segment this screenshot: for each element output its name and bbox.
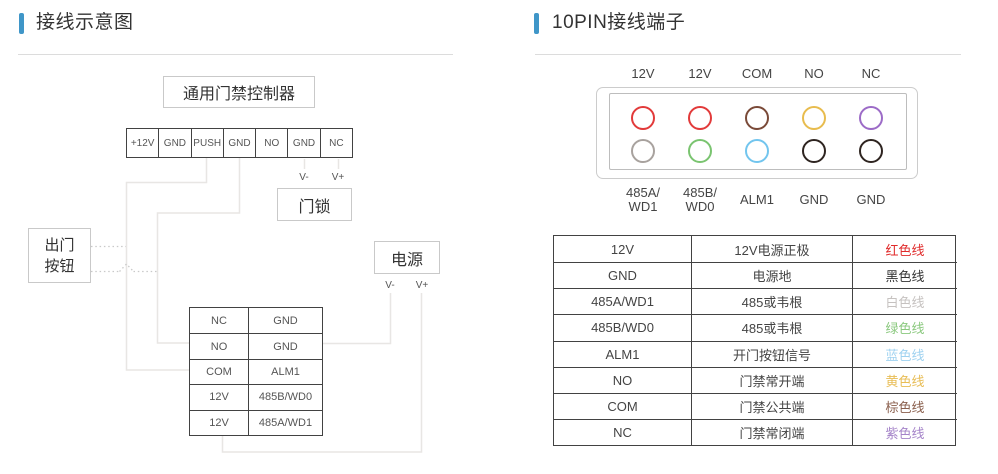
terminal-nc: NC — [319, 129, 352, 157]
connector-top-label-no: NO — [804, 66, 824, 81]
power-vminus-label: V- — [385, 280, 395, 291]
reader-cell: COM — [190, 358, 248, 384]
lock-vminus-label: V- — [299, 172, 309, 183]
right-section-divider — [535, 54, 961, 55]
pin-bottom-2-green — [688, 139, 712, 163]
reader-cell: ALM1 — [248, 358, 322, 385]
controller-box: 通用门禁控制器 — [163, 76, 315, 108]
terminal-gnd-2: GND — [222, 129, 255, 157]
pin-table-cell: 白色线 — [852, 288, 957, 315]
wire-power-vplus-to-12v — [221, 293, 423, 453]
reader-cell: NC — [211, 314, 227, 327]
power-vplus-label: V+ — [415, 280, 429, 291]
terminal-push: PUSH — [190, 129, 223, 157]
connector-inner-shell — [609, 93, 907, 170]
pin-table-cell: 12V — [610, 241, 635, 257]
reader-cell: NO — [190, 333, 248, 358]
right-section-accent-bar — [534, 13, 539, 34]
exit-button-box: 出门 按钮 — [28, 228, 91, 283]
lock-vplus-label: V+ — [331, 172, 345, 183]
pin-description-table: 12V 12V电源正极 红色线 GND 电源地 黑色线 485A/WD1 485… — [553, 235, 957, 446]
left-section-accent-bar — [19, 13, 24, 34]
left-section-divider — [18, 54, 453, 55]
door-lock-box: 门锁 — [277, 188, 352, 221]
pin-table-cell: GND — [554, 262, 691, 288]
wire-power-vminus-to-gnd — [323, 293, 392, 345]
terminal-12v: +12V — [130, 137, 155, 149]
pin-top-4-yellow — [802, 106, 826, 130]
right-section-title: 10PIN接线端子 — [552, 12, 686, 33]
reader-cell: 12V — [190, 409, 248, 435]
reader-terminal-table: NC GND NO GND COM ALM1 12V 485B/WD0 12V … — [189, 307, 323, 436]
pin-table-cell: 开门按钮信号 — [691, 340, 852, 367]
reader-cell: 12V — [190, 384, 248, 409]
pin-top-3-brown — [745, 106, 769, 130]
pin-table-cell: 电源地 — [691, 262, 852, 289]
pin-table-cell: 485或韦根 — [691, 288, 852, 315]
pin-bottom-3-blue — [745, 139, 769, 163]
terminal-gnd-3: GND — [287, 129, 319, 157]
pin-table-cell: 门禁常闭端 — [691, 418, 852, 445]
wire-push-to-com — [125, 158, 208, 371]
pin-table-cell: 红色线 — [852, 236, 957, 263]
controller-terminal-strip: +12V GND PUSH GND NO GND NC — [126, 128, 353, 158]
pin-table-cell: 12V电源正极 — [691, 236, 852, 263]
power-box: 电源 — [374, 241, 440, 274]
connector-top-label-nc: NC — [861, 66, 881, 81]
pin-table-cell: 黄色线 — [852, 366, 957, 393]
reader-cell: GND — [248, 333, 322, 359]
pin-top-2-red — [688, 106, 712, 130]
pin-top-1-red — [631, 106, 655, 130]
pin-table-cell: 门禁公共端 — [691, 392, 852, 419]
pin-bottom-5-black — [859, 139, 883, 163]
connector-bottom-label-485a: 485A/ WD1 — [626, 184, 660, 214]
left-section-title: 接线示意图 — [36, 12, 134, 33]
connector-bottom-label-gnd-2: GND — [856, 191, 886, 207]
pin-table-cell: 485B/WD0 — [554, 314, 691, 340]
pin-table-cell: 黑色线 — [852, 262, 957, 289]
connector-top-label-12v-2: 12V — [688, 66, 712, 81]
pin-top-5-purple — [859, 106, 883, 130]
reader-cell: 485A/WD1 — [248, 409, 322, 435]
pin-table-cell: 门禁常开端 — [691, 366, 852, 393]
terminal-no: NO — [255, 129, 287, 157]
pin-table-cell: 绿色线 — [852, 314, 957, 341]
pin-table-cell: 485或韦根 — [691, 314, 852, 341]
connector-outer-shell — [596, 87, 918, 179]
pin-table-cell: ALM1 — [554, 340, 691, 367]
pin-table-cell: 棕色线 — [852, 392, 957, 419]
pin-table-cell: 紫色线 — [852, 418, 957, 445]
connector-bottom-label-alm1: ALM1 — [740, 191, 774, 207]
pin-table-cell: NC — [554, 418, 691, 445]
reader-cell: 485B/WD0 — [248, 384, 322, 410]
connector-bottom-label-485b: 485B/ WD0 — [683, 184, 717, 214]
pin-table-cell: COM — [554, 392, 691, 419]
wire-gnd-to-no — [156, 158, 241, 344]
connector-top-label-com: COM — [741, 66, 773, 81]
pin-bottom-4-black — [802, 139, 826, 163]
pin-table-cell: 485A/WD1 — [554, 288, 691, 314]
connector-top-label-12v-1: 12V — [631, 66, 655, 81]
terminal-gnd-1: GND — [158, 129, 190, 157]
reader-cell: GND — [248, 308, 322, 334]
connector-bottom-label-gnd-1: GND — [799, 191, 829, 207]
pin-bottom-1-white — [631, 139, 655, 163]
pin-table-cell: NO — [554, 366, 691, 393]
pin-table-cell: 蓝色线 — [852, 340, 957, 367]
